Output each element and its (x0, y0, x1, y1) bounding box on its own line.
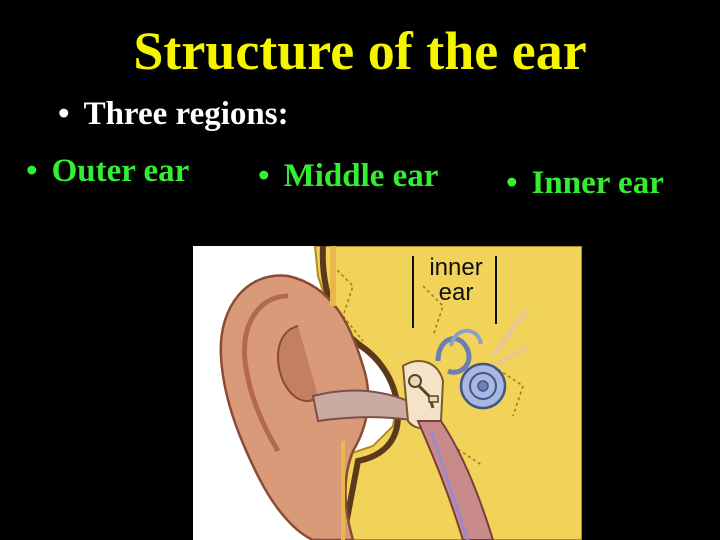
slide-title: Structure of the ear (133, 21, 587, 81)
bullet-dot: • (58, 96, 70, 132)
ear-anatomy-figure (193, 246, 582, 540)
bullet-dot: • (258, 158, 270, 194)
bullet-dot: • (26, 153, 38, 189)
bullet-text: Three regions: (83, 96, 289, 132)
bullet-text: Inner ear (531, 165, 664, 201)
inner-ear-label-line1: inner (429, 254, 483, 281)
bullet-outer-ear: • Outer ear (26, 155, 189, 188)
bullet-text: Middle ear (283, 158, 439, 194)
bullet-inner-ear: • Inner ear (506, 167, 664, 200)
bullet-three-regions: • Three regions: (58, 98, 289, 131)
bullet-middle-ear: • Middle ear (258, 160, 438, 193)
inner-ear-label: inner ear (416, 255, 496, 305)
bullet-dot: • (506, 165, 518, 201)
ear-anatomy-illustration (219, 246, 582, 540)
inner-ear-label-line2: ear (438, 279, 474, 306)
bullet-text: Outer ear (51, 153, 190, 189)
